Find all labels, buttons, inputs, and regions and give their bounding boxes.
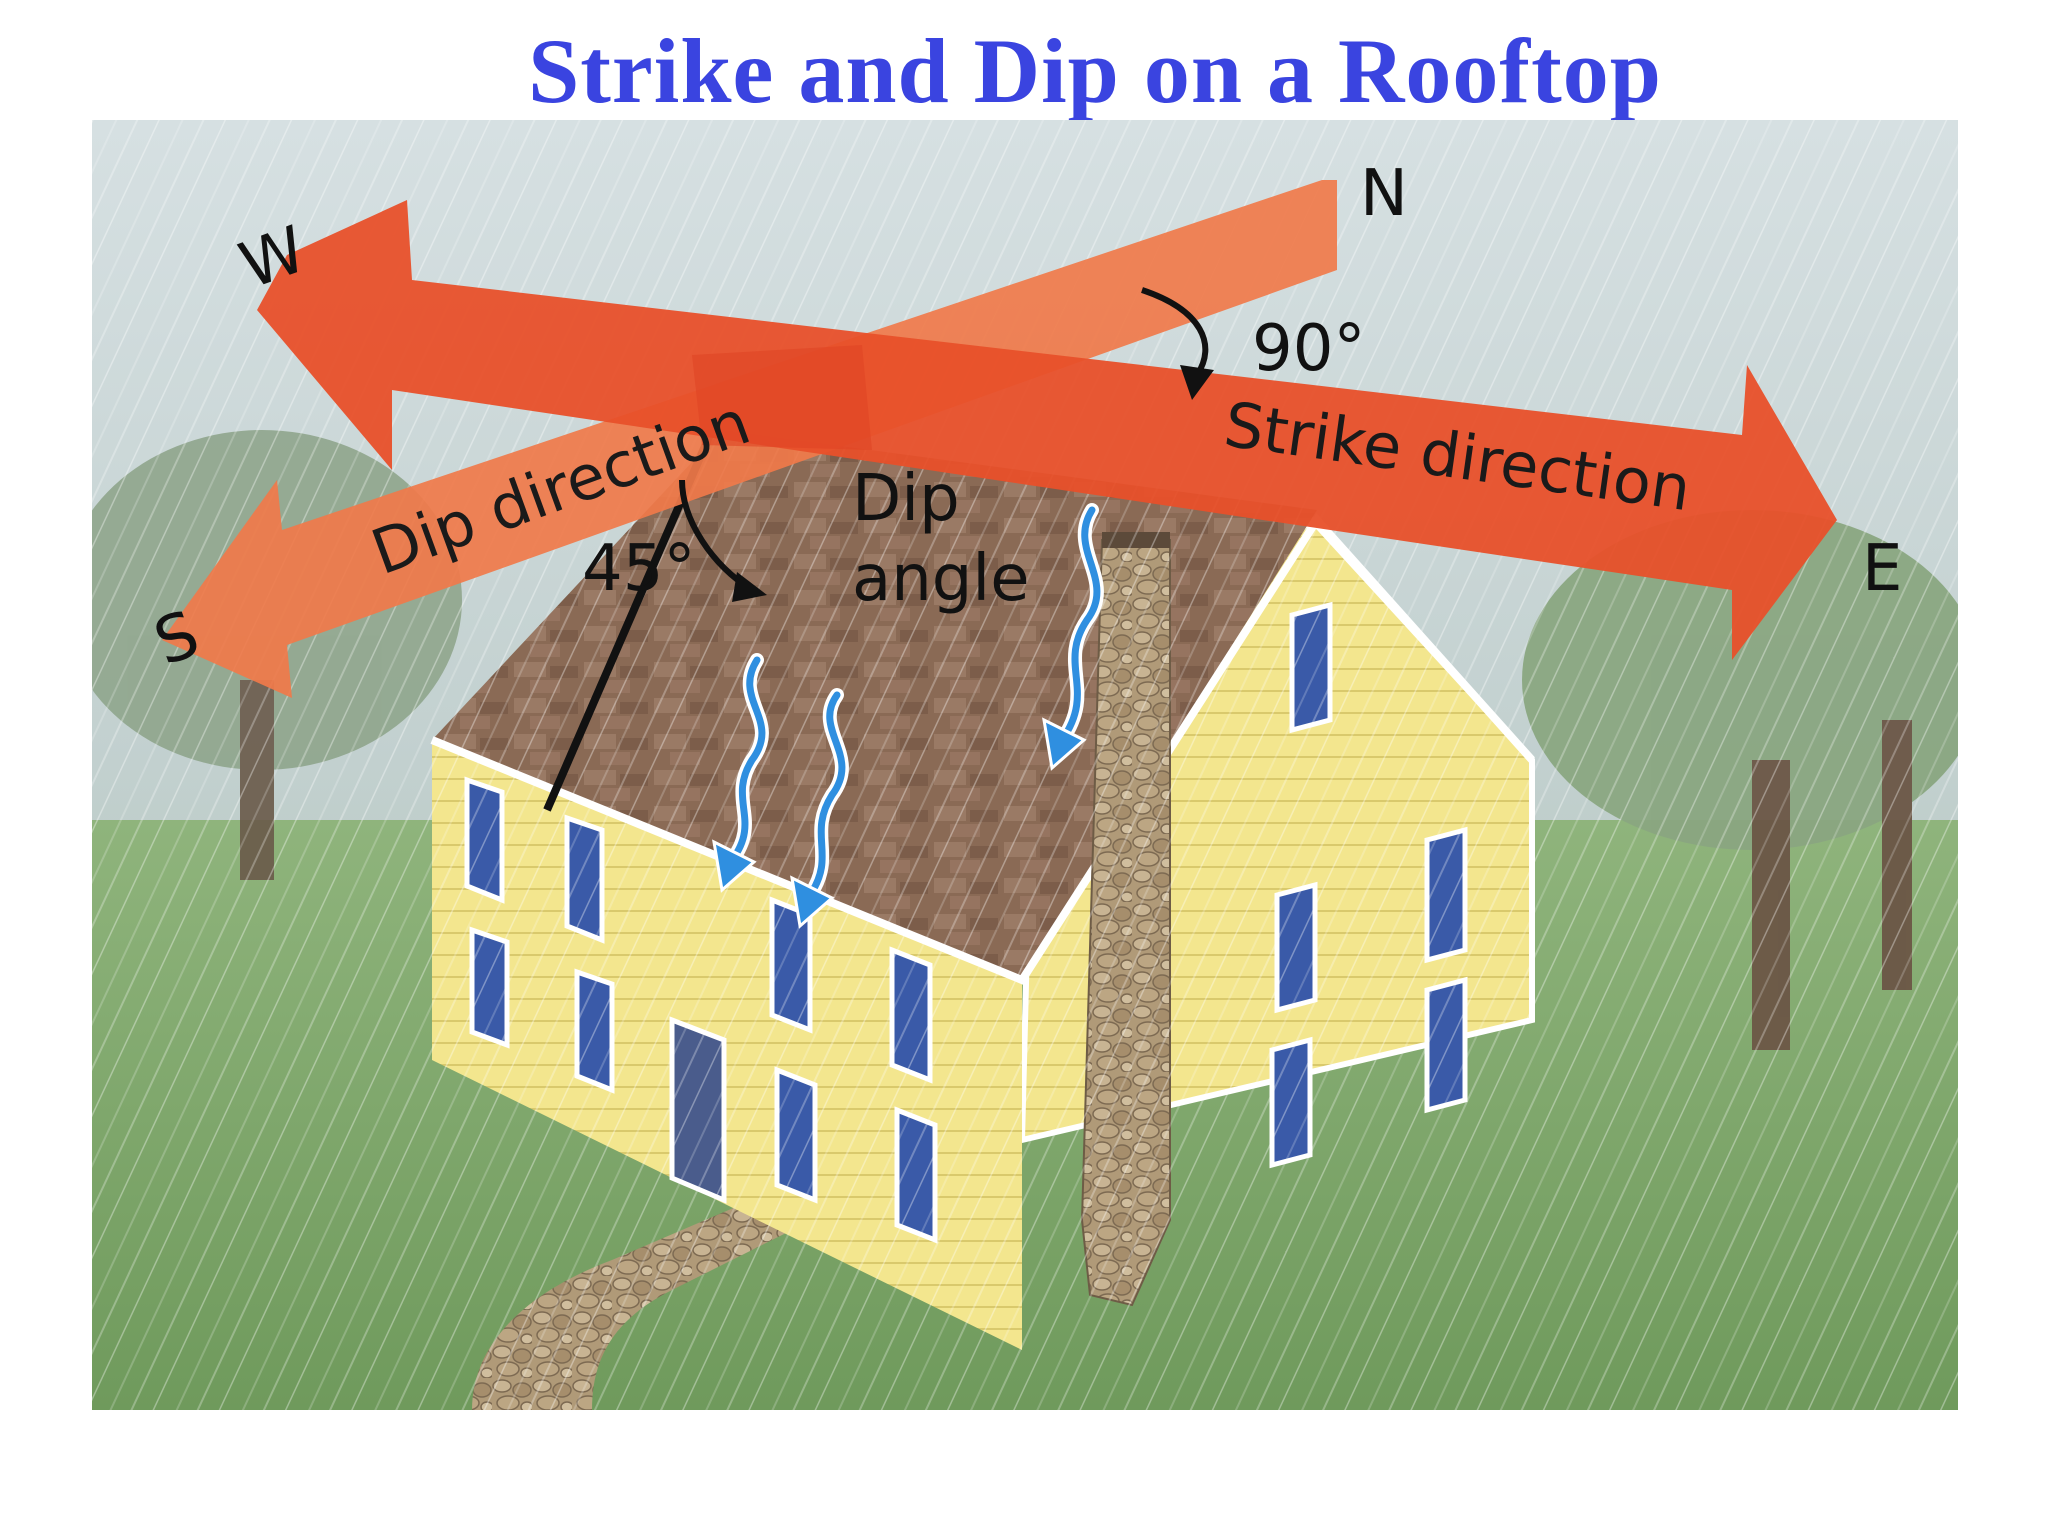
angle-90-label: 90° bbox=[1252, 312, 1365, 386]
water-flow-arrows-blue bbox=[728, 506, 1101, 899]
angle-90-arrowhead bbox=[1180, 365, 1214, 400]
strike-direction-arrow bbox=[257, 200, 1837, 660]
angle-45-label: 45° bbox=[582, 532, 695, 606]
angle-90-arrow bbox=[1141, 287, 1209, 377]
page-title: Strike and Dip on a Rooftop bbox=[528, 20, 1662, 122]
angle-45-arrowhead bbox=[732, 572, 767, 602]
angle-word-label: angle bbox=[852, 542, 1030, 616]
north-label: N bbox=[1360, 157, 1408, 231]
dip-word-label: Dip bbox=[852, 462, 960, 536]
east-label: E bbox=[1862, 532, 1902, 606]
arrow-crossing bbox=[692, 345, 872, 450]
rooftop-illustration: W N S E 90° 45° Dip direction Strike dir… bbox=[92, 120, 1958, 1410]
water-arrowheads bbox=[712, 717, 1087, 929]
